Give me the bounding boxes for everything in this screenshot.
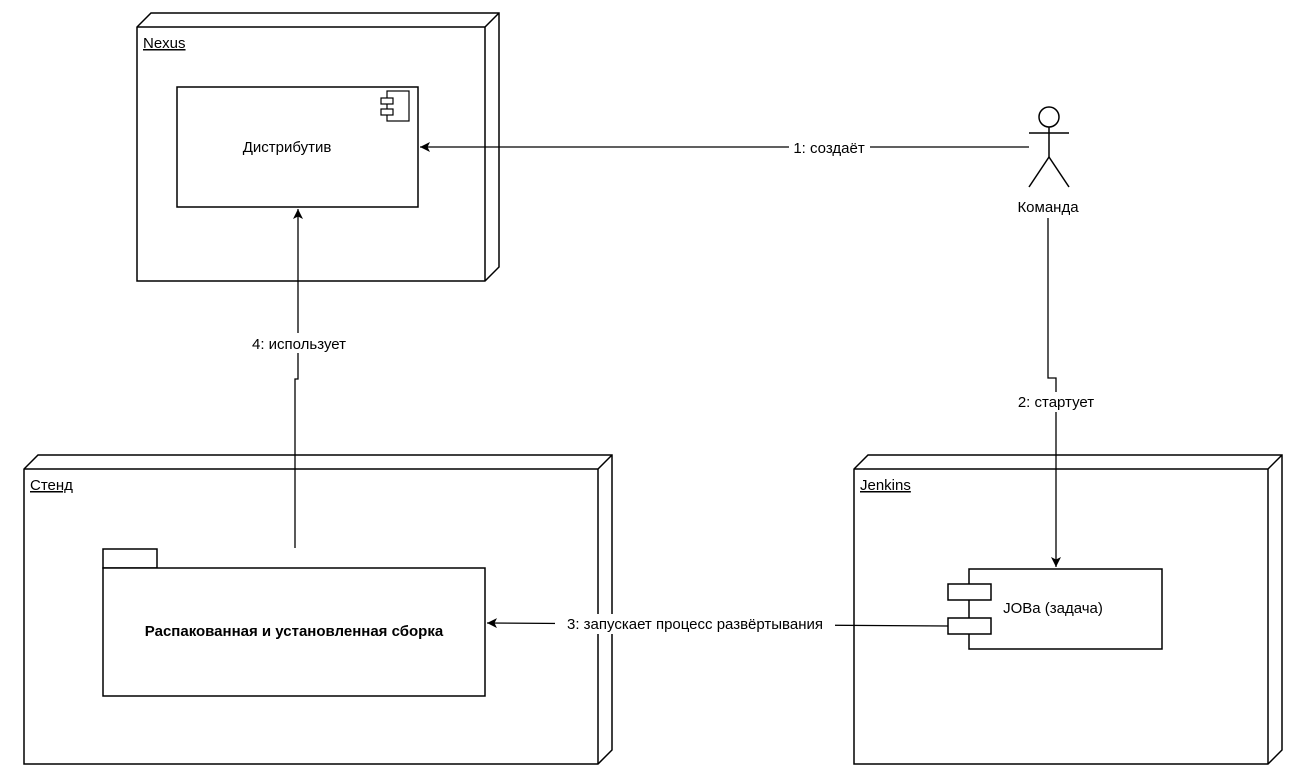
node-nexus-title: Nexus [143,35,186,52]
actor-team-label: Команда [1017,199,1079,216]
node-stand-title: Стенд [30,477,73,494]
edge-uses-label: 4: использует [252,336,346,353]
edge-launches-deploy: 3: запускает процесс развёртывания [486,614,949,634]
component-icon [380,90,410,122]
component-job-label: JOBa (задача) [1003,600,1103,617]
node-jenkins-title: Jenkins [860,477,911,494]
edge-launches-deploy-label: 3: запускает процесс развёртывания [567,616,823,633]
edge-starts: 2: стартует [1012,218,1100,567]
package-installed-build: Распакованная и установленная сборка [102,548,486,697]
edge-creates: 1: создаёт [420,137,1029,157]
edge-starts-label: 2: стартует [1018,394,1094,411]
component-distributive-label: Дистрибутив [243,139,332,156]
component-distributive: Дистрибутив [176,86,419,208]
component-job: JOBa (задача) [947,568,1163,650]
edge-creates-label: 1: создаёт [793,140,865,157]
stick-figure-icon [1028,106,1070,188]
actor-team: Команда [1010,106,1088,218]
package-label: Распакованная и установленная сборка [145,623,444,640]
edge-uses: 4: использует [244,209,354,548]
